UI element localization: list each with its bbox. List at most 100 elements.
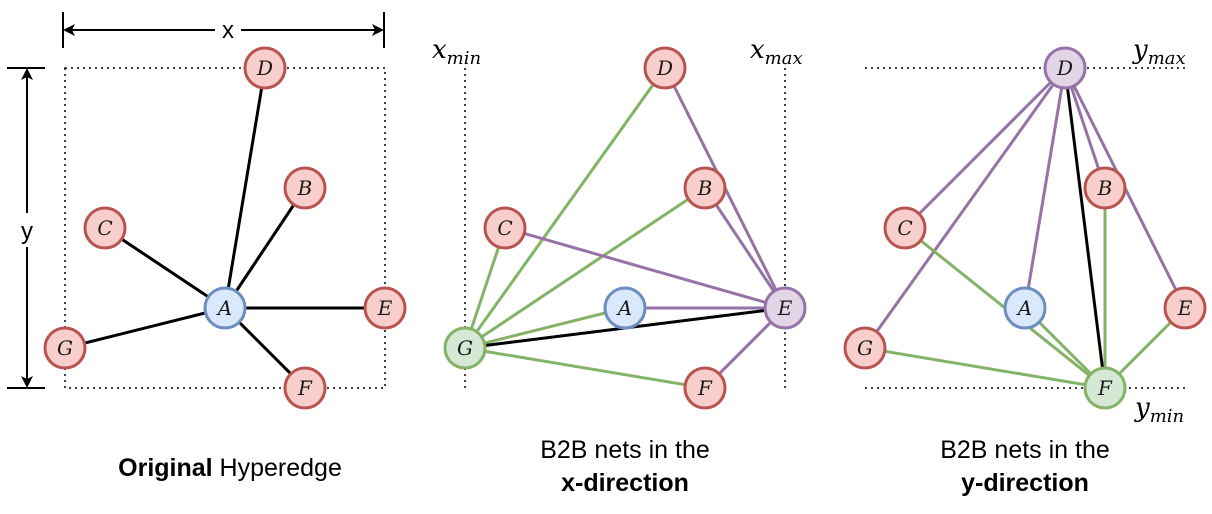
nodes-layer: D B C A E G F D B C A E G F D B C A E G F (43, 46, 1207, 410)
x-direction-node-A: A (603, 286, 647, 330)
x-direction-edge-G-F (464, 346, 706, 390)
node-circle (1163, 286, 1207, 330)
node-circle (83, 206, 127, 250)
original-node-C: C (83, 206, 127, 250)
y-direction-node-A: A (1003, 286, 1047, 330)
node-circle (1003, 286, 1047, 330)
node-label: C (897, 216, 912, 240)
y-direction-edge-D-A (1023, 67, 1067, 309)
node-label: E (1177, 296, 1193, 320)
node-label: F (1097, 376, 1113, 400)
node-circle (643, 46, 687, 90)
xmax-label: xmax (750, 35, 803, 69)
node-circle (443, 326, 487, 370)
node-circle (483, 206, 527, 250)
node-label: B (1097, 176, 1113, 200)
x-direction-node-D: D (643, 46, 687, 90)
node-circle (243, 46, 287, 90)
node-circle (683, 166, 727, 210)
ymax-label: ymax (1132, 35, 1186, 69)
caption-y-line1: B2B nets in the (940, 436, 1110, 464)
x-direction-node-F: F (683, 366, 727, 410)
bounding-box (64, 67, 386, 389)
node-label: D (656, 56, 673, 80)
y-direction-panel-decor: ymax ymin (865, 35, 1186, 427)
y-direction-node-F: F (1083, 366, 1127, 410)
y-direction-edge-D-F (1063, 67, 1107, 389)
x-direction-node-G: G (443, 326, 487, 370)
node-label: C (497, 216, 512, 240)
original-node-E: E (363, 286, 407, 330)
node-circle (363, 286, 407, 330)
node-circle (1083, 366, 1127, 410)
caption-y-direction: B2B nets in the y-direction (865, 434, 1185, 500)
node-circle (1083, 166, 1127, 210)
y-direction-edge-D-C (903, 66, 1067, 230)
x-direction-panel-decor: xmin xmax (432, 35, 803, 388)
node-label: F (297, 376, 313, 400)
caption-original: Original Hyperedge (60, 452, 400, 485)
node-circle (883, 206, 927, 250)
node-label: C (97, 216, 112, 240)
original-edge-A-B (223, 187, 307, 309)
x-direction-node-C: C (483, 206, 527, 250)
caption-x-line1: B2B nets in the (540, 436, 710, 464)
y-direction-edge-D-G (863, 67, 1067, 349)
xmin-label: xmin (432, 35, 481, 69)
node-label: G (57, 336, 73, 360)
x-direction-edge-G-D (463, 67, 667, 349)
node-label: F (697, 376, 713, 400)
original-edge-A-D (223, 67, 267, 309)
y-direction-edge-F-G (864, 346, 1106, 390)
caption-x-line2: x-direction (561, 469, 689, 497)
node-label: E (777, 296, 793, 320)
original-node-F: F (283, 366, 327, 410)
node-circle (683, 366, 727, 410)
node-label: E (377, 296, 393, 320)
y-direction-node-C: C (883, 206, 927, 250)
y-direction-node-B: B (1083, 166, 1127, 210)
original-node-G: G (43, 326, 87, 370)
node-circle (43, 326, 87, 370)
x-extent-label: x (222, 17, 234, 44)
original-node-B: B (283, 166, 327, 210)
x-direction-node-E: E (763, 286, 807, 330)
original-node-A: A (203, 286, 247, 330)
x-direction-node-B: B (683, 166, 727, 210)
node-label: B (697, 176, 713, 200)
original-edge-A-C (104, 226, 226, 310)
node-label: D (256, 56, 273, 80)
node-label: A (616, 296, 632, 320)
edges-layer (64, 66, 1187, 390)
original-panel-decor: x y (7, 12, 386, 389)
node-circle (283, 366, 327, 410)
original-node-D: D (243, 46, 287, 90)
y-direction-node-D: D (1043, 46, 1087, 90)
node-circle (203, 286, 247, 330)
y-extent-label: y (21, 218, 33, 245)
x-direction-edge-G-B (464, 186, 706, 350)
original-edge-A-G (64, 306, 226, 350)
x-direction-edge-G-A (464, 306, 626, 350)
node-label: A (1016, 296, 1032, 320)
node-circle (603, 286, 647, 330)
node-label: D (1056, 56, 1073, 80)
node-label: G (857, 336, 873, 360)
caption-x-direction: B2B nets in the x-direction (465, 434, 785, 500)
ymin-label: ymin (1134, 393, 1184, 427)
node-circle (843, 326, 887, 370)
caption-original-rest: Hyperedge (212, 454, 342, 482)
y-direction-node-E: E (1163, 286, 1207, 330)
node-circle (283, 166, 327, 210)
node-circle (1043, 46, 1087, 90)
caption-y-line2: y-direction (961, 469, 1089, 497)
y-direction-node-G: G (843, 326, 887, 370)
node-label: G (457, 336, 473, 360)
x-direction-edge-E-C (504, 226, 786, 310)
node-circle (763, 286, 807, 330)
node-label: A (216, 296, 232, 320)
node-label: B (297, 176, 313, 200)
x-direction-edge-E-B (703, 187, 787, 309)
caption-original-bold: Original (118, 454, 213, 482)
